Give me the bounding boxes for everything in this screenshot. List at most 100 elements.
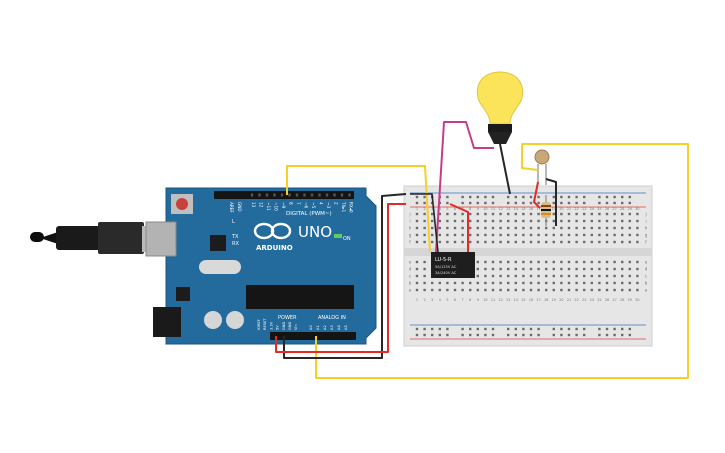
breadboard-hole[interactable]	[545, 240, 548, 244]
breadboard-hole[interactable]	[621, 274, 624, 278]
breadboard-hole[interactable]	[499, 274, 502, 278]
breadboard-hole[interactable]	[484, 233, 487, 237]
breadboard-hole[interactable]	[613, 219, 616, 223]
rail-hole[interactable]	[529, 327, 533, 331]
digital-pin[interactable]	[348, 193, 351, 197]
breadboard-hole[interactable]	[545, 233, 548, 237]
breadboard-hole[interactable]	[522, 274, 525, 278]
breadboard-hole[interactable]	[583, 226, 586, 230]
rail-hole[interactable]	[583, 201, 586, 205]
breadboard-hole[interactable]	[514, 219, 517, 223]
breadboard-hole[interactable]	[529, 240, 533, 244]
rail-hole[interactable]	[598, 195, 601, 199]
breadboard-hole[interactable]	[583, 288, 586, 292]
rail-hole[interactable]	[560, 195, 563, 199]
rail-hole[interactable]	[476, 201, 479, 205]
breadboard-hole[interactable]	[537, 226, 540, 230]
breadboard-hole[interactable]	[469, 219, 472, 223]
rail-hole[interactable]	[514, 327, 517, 331]
breadboard-hole[interactable]	[507, 274, 510, 278]
rail-hole[interactable]	[469, 327, 472, 331]
digital-pin[interactable]	[310, 193, 314, 197]
breadboard-hole[interactable]	[583, 212, 586, 216]
breadboard-hole[interactable]	[575, 288, 578, 292]
digital-pin[interactable]	[250, 193, 254, 197]
breadboard-hole[interactable]	[598, 274, 601, 278]
breadboard-hole[interactable]	[484, 212, 487, 216]
breadboard-hole[interactable]	[552, 288, 555, 292]
breadboard-hole[interactable]	[567, 267, 571, 271]
breadboard-hole[interactable]	[613, 226, 616, 230]
breadboard-hole[interactable]	[590, 226, 593, 230]
rail-hole[interactable]	[469, 195, 472, 199]
breadboard-hole[interactable]	[560, 219, 563, 223]
rail-hole[interactable]	[461, 201, 464, 205]
breadboard-hole[interactable]	[560, 260, 563, 264]
rail-hole[interactable]	[507, 201, 510, 205]
breadboard-hole[interactable]	[491, 288, 495, 292]
digital-pin[interactable]	[280, 193, 284, 197]
rail-hole[interactable]	[598, 327, 601, 331]
breadboard-hole[interactable]	[507, 267, 510, 271]
rail-hole[interactable]	[529, 195, 533, 199]
breadboard-hole[interactable]	[469, 281, 472, 285]
breadboard-hole[interactable]	[491, 281, 495, 285]
breadboard-hole[interactable]	[453, 212, 457, 216]
breadboard-hole[interactable]	[522, 281, 525, 285]
rail-hole[interactable]	[484, 201, 487, 205]
breadboard-hole[interactable]	[514, 288, 517, 292]
relay[interactable]: LU-5-R 5A/125V AC 3A/240V AC	[431, 252, 475, 278]
breadboard-hole[interactable]	[529, 260, 533, 264]
breadboard-hole[interactable]	[628, 281, 631, 285]
breadboard-hole[interactable]	[453, 226, 457, 230]
breadboard-hole[interactable]	[438, 240, 441, 244]
breadboard-hole[interactable]	[491, 260, 495, 264]
rail-hole[interactable]	[484, 333, 487, 337]
digital-pin[interactable]	[273, 193, 276, 197]
breadboard-hole[interactable]	[484, 240, 487, 244]
breadboard-hole[interactable]	[514, 267, 517, 271]
breadboard-hole[interactable]	[446, 233, 449, 237]
breadboard-hole[interactable]	[636, 267, 639, 271]
breadboard-hole[interactable]	[605, 233, 609, 237]
rail-hole[interactable]	[476, 327, 479, 331]
breadboard-hole[interactable]	[453, 281, 457, 285]
breadboard-hole[interactable]	[522, 233, 525, 237]
rail-hole[interactable]	[605, 327, 609, 331]
digital-pin[interactable]	[295, 193, 299, 197]
breadboard-hole[interactable]	[621, 288, 624, 292]
breadboard-hole[interactable]	[590, 274, 593, 278]
rail-hole[interactable]	[469, 201, 472, 205]
breadboard-hole[interactable]	[605, 240, 609, 244]
rail-hole[interactable]	[461, 333, 464, 337]
breadboard-hole[interactable]	[522, 212, 525, 216]
rail-hole[interactable]	[575, 327, 578, 331]
breadboard-hole[interactable]	[529, 233, 533, 237]
breadboard-hole[interactable]	[560, 281, 563, 285]
breadboard-hole[interactable]	[552, 226, 555, 230]
breadboard-hole[interactable]	[537, 260, 540, 264]
breadboard-hole[interactable]	[621, 281, 624, 285]
rail-hole[interactable]	[575, 201, 578, 205]
breadboard-hole[interactable]	[598, 267, 601, 271]
rail-hole[interactable]	[560, 201, 563, 205]
breadboard-hole[interactable]	[537, 281, 540, 285]
rail-hole[interactable]	[613, 327, 616, 331]
breadboard-hole[interactable]	[552, 281, 555, 285]
rail-hole[interactable]	[522, 195, 525, 199]
rail-hole[interactable]	[628, 333, 631, 337]
rail-hole[interactable]	[567, 201, 571, 205]
breadboard-hole[interactable]	[583, 267, 586, 271]
breadboard-hole[interactable]	[628, 226, 631, 230]
rail-hole[interactable]	[552, 333, 555, 337]
rail-hole[interactable]	[537, 327, 540, 331]
breadboard-hole[interactable]	[529, 219, 533, 223]
digital-pin[interactable]	[258, 193, 261, 197]
breadboard-hole[interactable]	[567, 233, 571, 237]
rail-hole[interactable]	[583, 195, 586, 199]
breadboard-hole[interactable]	[605, 281, 609, 285]
breadboard-hole[interactable]	[583, 219, 586, 223]
breadboard-hole[interactable]	[560, 288, 563, 292]
breadboard-hole[interactable]	[552, 233, 555, 237]
breadboard-hole[interactable]	[415, 240, 419, 244]
